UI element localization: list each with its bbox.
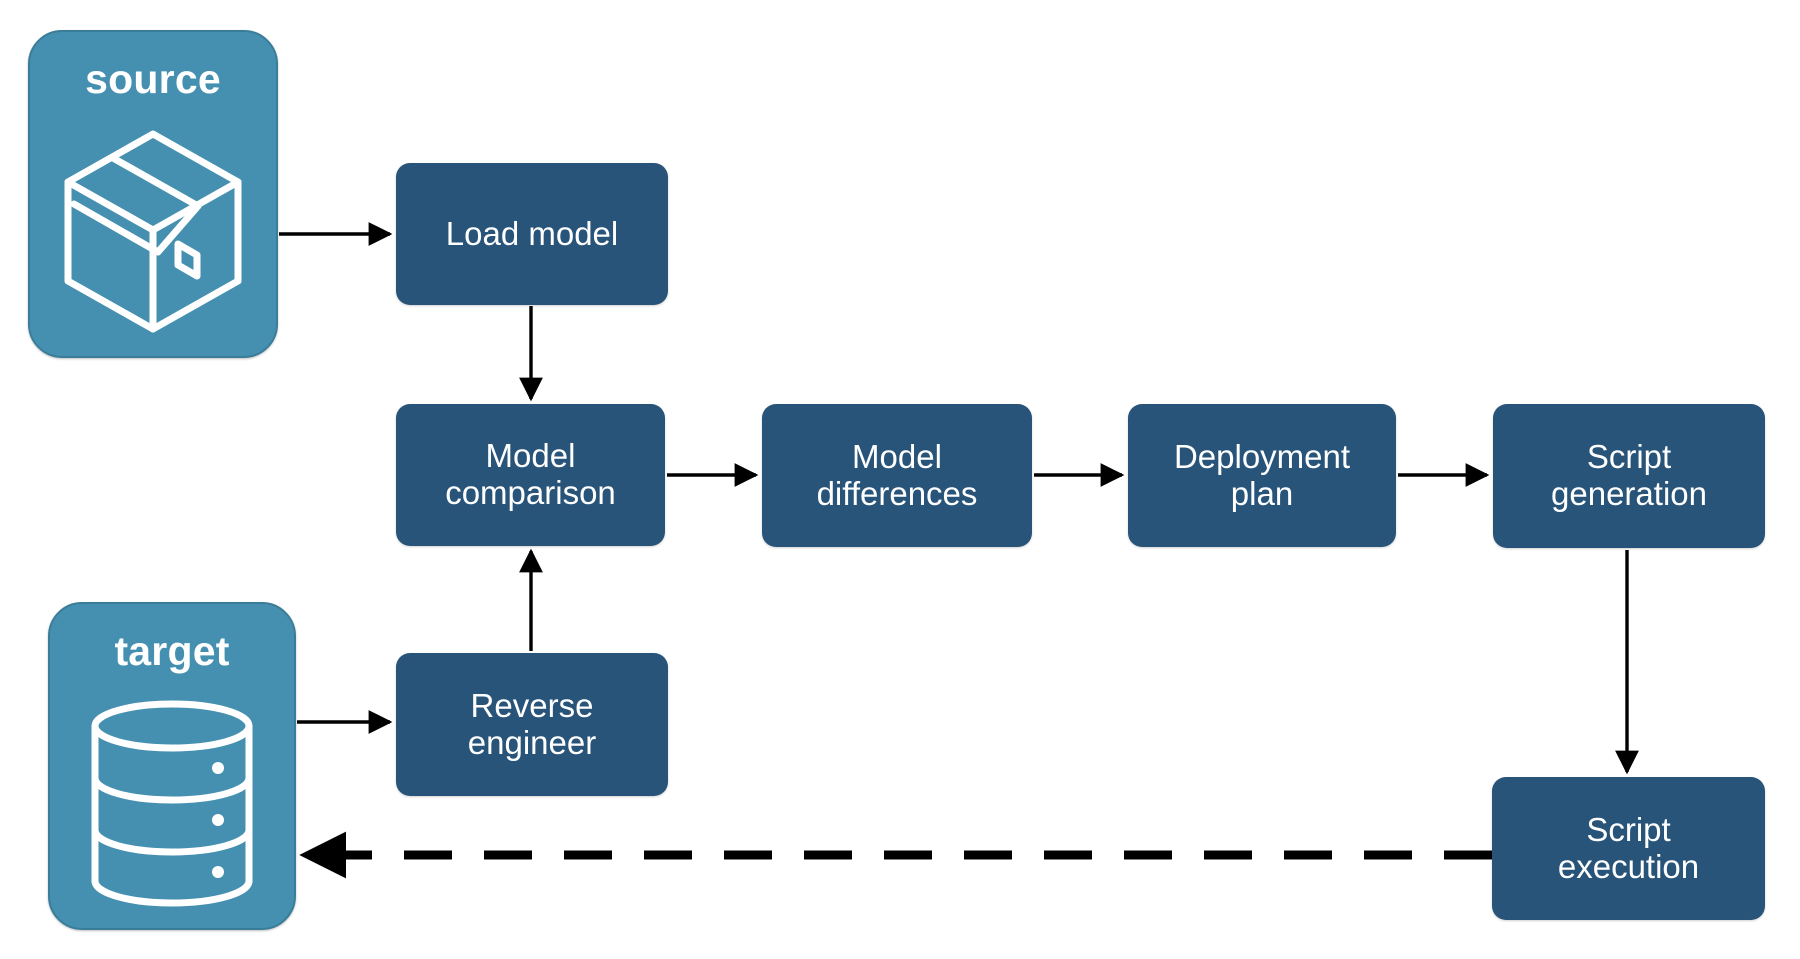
process-script-execution-line2: execution	[1557, 847, 1700, 885]
database-cylinder-icon	[50, 678, 294, 928]
process-model-comparison[interactable]: Model comparison	[396, 404, 665, 546]
process-reverse-engineer-line2: engineer	[467, 723, 597, 761]
process-model-differences-line1: Model	[852, 437, 942, 475]
process-script-execution[interactable]: Script execution	[1492, 777, 1765, 920]
process-deployment-plan[interactable]: Deployment plan	[1128, 404, 1396, 547]
package-box-icon	[30, 106, 276, 356]
process-script-execution-line1: Script	[1586, 810, 1671, 848]
process-script-generation-line1: Script	[1586, 438, 1672, 476]
endpoint-target-label: target	[114, 628, 230, 674]
process-reverse-engineer-line1: Reverse	[470, 686, 594, 724]
endpoint-target[interactable]: target	[48, 602, 296, 930]
process-deployment-plan-line1: Deployment	[1173, 437, 1351, 475]
endpoint-source[interactable]: source	[28, 30, 278, 358]
process-script-generation-line2: generation	[1551, 475, 1707, 512]
process-deployment-plan-line2: plan	[1230, 474, 1294, 512]
process-load-model-line1: Load model	[445, 214, 619, 252]
endpoint-source-label: source	[85, 56, 221, 102]
process-model-comparison-line1: Model	[485, 437, 576, 475]
process-reverse-engineer[interactable]: Reverse engineer	[396, 653, 668, 796]
process-model-differences-line2: differences	[816, 474, 978, 512]
process-model-comparison-line2: comparison	[445, 474, 616, 511]
process-model-differences[interactable]: Model differences	[762, 404, 1032, 547]
process-script-generation[interactable]: Script generation	[1493, 404, 1765, 548]
process-load-model[interactable]: Load model	[396, 163, 668, 305]
